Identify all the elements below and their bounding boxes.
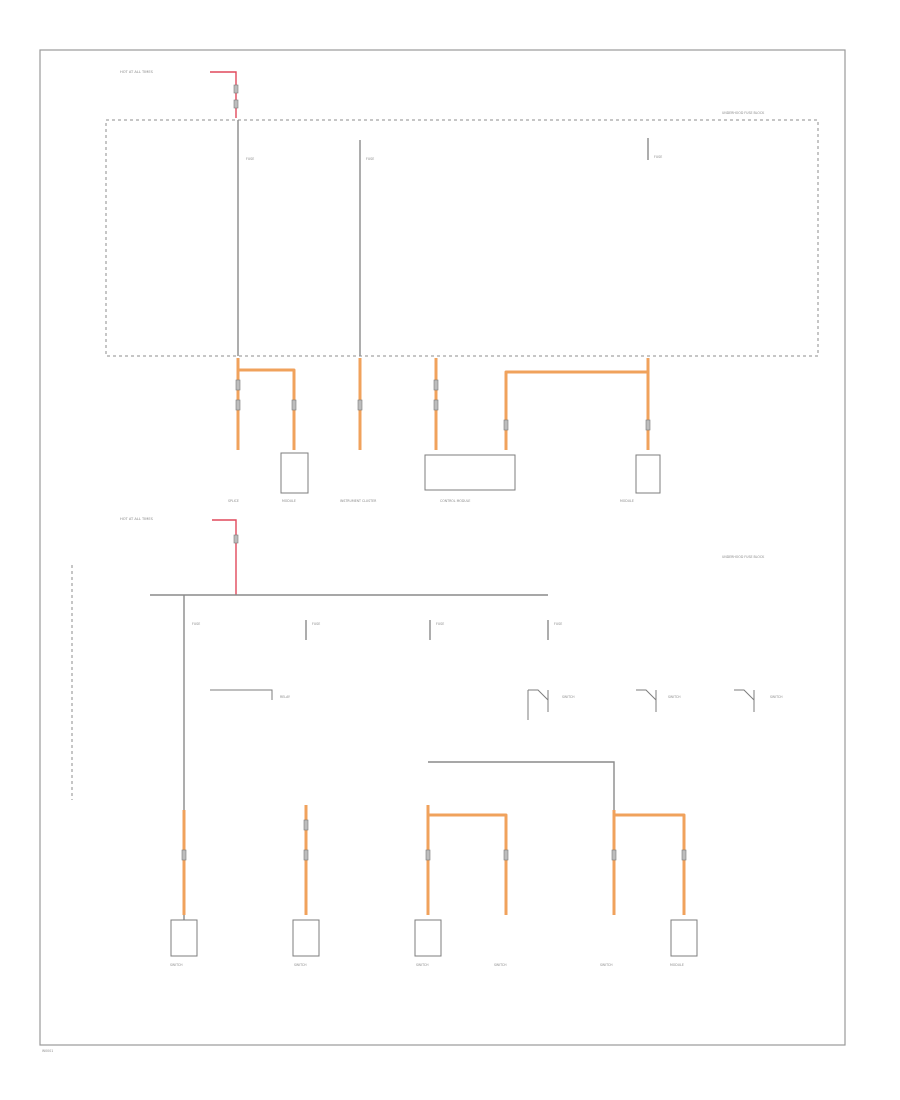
connector [645,419,651,431]
connector [303,819,309,831]
component-label: CONTROL MODULE [440,499,470,503]
component-label: SWITCH [416,963,429,967]
connector [611,849,617,861]
orange-wire [428,813,508,915]
component-label: MODULE [670,963,684,967]
orange-wire [504,358,650,450]
component-module [670,919,698,957]
battery-feed-top [210,71,237,118]
component-label: MODULE [620,499,634,503]
component-label: SWITCH [494,963,507,967]
switch-symbol [527,689,549,720]
relay-symbol [210,689,273,700]
wire [428,761,615,810]
connector [233,99,239,109]
connector [425,849,431,861]
fuse-block-top [105,119,819,357]
hot-label-top: HOT AT ALL TIMES [120,70,154,74]
component-label: SPLICE [228,499,239,503]
component-switch [414,919,442,957]
diagram-frame [39,49,846,1046]
relay-label: RELAY [280,695,290,699]
component-switch [170,919,198,957]
connector [233,84,239,94]
connector [681,849,687,861]
connector [357,399,363,411]
hot-label-mid: HOT AT ALL TIMES [120,517,154,521]
component-module [635,454,661,494]
orange-wire [238,368,296,450]
component-module [280,452,309,494]
fuse-block-label-top: UNDERHOOD FUSE BLOCK [722,111,765,115]
connector [303,849,309,861]
fuse-label: FUSE [312,622,320,626]
component-switch [292,919,320,957]
connector [433,399,439,411]
connector [235,399,241,411]
switch-symbol [734,689,755,712]
component-control-module [424,454,516,491]
component-label: SWITCH [170,963,183,967]
connector [235,379,241,391]
component-label: MODULE [282,499,296,503]
switch-symbol [636,689,657,712]
connector [503,419,509,431]
switch-label: SWITCH [770,695,783,699]
fuse-label: FUSE [366,157,374,161]
switch-label: SWITCH [668,695,681,699]
switch-label: SWITCH [562,695,575,699]
fuse-block-label-mid: UNDERHOOD FUSE BLOCK [722,555,765,559]
fuse-label: FUSE [554,622,562,626]
component-label: SWITCH [600,963,613,967]
connector [291,399,297,411]
connector [433,379,439,391]
diagram-footer-code: W0001 [42,1049,53,1053]
connector [233,534,239,544]
fuse-label: FUSE [436,622,444,626]
fuse-label: FUSE [246,157,254,161]
fuse-label: FUSE [192,622,200,626]
connector [181,849,187,861]
orange-wire [614,813,686,915]
connector [503,849,509,861]
battery-feed-mid [212,519,237,595]
fuse-label: FUSE [654,155,662,159]
component-label: INSTRUMENT CLUSTER [340,499,377,503]
component-label: SWITCH [294,963,307,967]
